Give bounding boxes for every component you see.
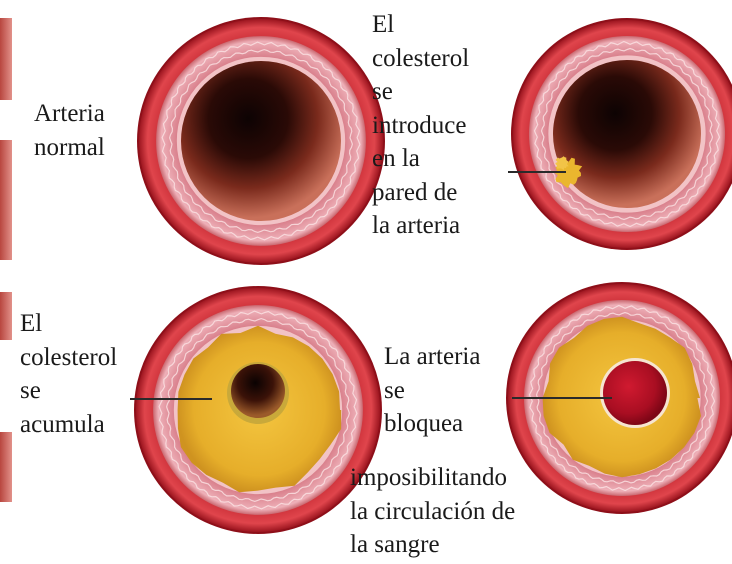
artery-cholesterol-enters [511,18,732,250]
artery-normal [137,17,385,265]
label-cholesterol-accumulates: El colesterol se acumula [20,307,117,441]
artery-lumen [181,61,341,221]
blood-clot [603,361,667,425]
artery-lumen [553,60,701,208]
label-cholesterol-enters: El colesterol se introduce en la pared d… [372,8,469,243]
label-normal-artery: Arteria normal [34,97,105,164]
label-artery-blocked-top: La arteria se bloquea [384,340,480,441]
artery-cholesterol-accumulates [134,286,382,534]
label-artery-blocked-bottom: imposibilitando la circulación de la san… [350,461,515,562]
narrowed-lumen [231,364,285,418]
